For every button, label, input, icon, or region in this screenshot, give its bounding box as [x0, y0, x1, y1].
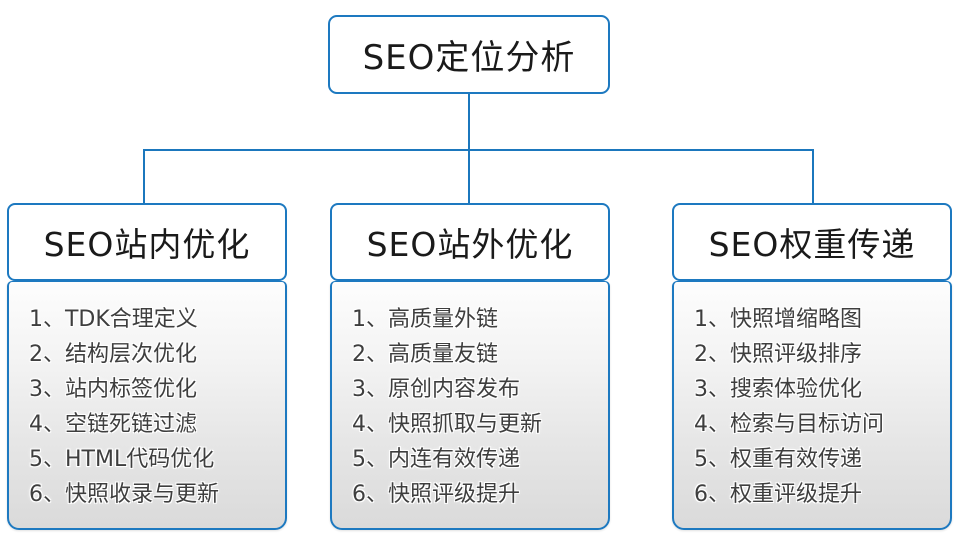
list-item: 1、高质量外链: [352, 307, 498, 332]
list-item: 5、内连有效传递: [352, 447, 520, 472]
list-item: 5、HTML代码优化: [29, 447, 215, 472]
branch-onsite-optimization: SEO站内优化 1、TDK合理定义 2、结构层次优化 3、站内标签优化 4、空链…: [7, 203, 287, 530]
list-item: 2、结构层次优化: [29, 342, 197, 367]
branch-offsite-optimization: SEO站外优化 1、高质量外链 2、高质量友链 3、原创内容发布 4、快照抓取与…: [330, 203, 610, 530]
list-item: 2、高质量友链: [352, 342, 498, 367]
list-item: 6、快照收录与更新: [29, 482, 219, 507]
branch-header: SEO权重传递: [672, 203, 952, 281]
list-item: 4、空链死链过滤: [29, 412, 197, 437]
branch-title: SEO站内优化: [43, 225, 251, 264]
root-node-label: SEO定位分析: [362, 38, 576, 78]
connector-drop-mid: [468, 149, 470, 204]
connector-root-drop: [468, 94, 470, 150]
branch-header: SEO站内优化: [7, 203, 287, 281]
connector-horizontal: [143, 149, 814, 151]
branch-item-list: 1、快照增缩略图 2、快照评级排序 3、搜索体验优化 4、检索与目标访问 5、权…: [672, 281, 952, 530]
list-item: 4、快照抓取与更新: [352, 412, 542, 437]
list-item: 6、权重评级提升: [694, 482, 862, 507]
root-node-seo-positioning: SEO定位分析: [328, 15, 610, 94]
branch-header: SEO站外优化: [330, 203, 610, 281]
branch-item-list: 1、TDK合理定义 2、结构层次优化 3、站内标签优化 4、空链死链过滤 5、H…: [7, 281, 287, 530]
list-item: 3、搜索体验优化: [694, 377, 862, 402]
list-item: 1、TDK合理定义: [29, 307, 198, 332]
connector-drop-left: [143, 149, 145, 204]
list-item: 3、站内标签优化: [29, 377, 197, 402]
connector-drop-right: [812, 149, 814, 204]
branch-item-list: 1、高质量外链 2、高质量友链 3、原创内容发布 4、快照抓取与更新 5、内连有…: [330, 281, 610, 530]
list-item: 5、权重有效传递: [694, 447, 862, 472]
branch-title: SEO站外优化: [366, 225, 574, 264]
list-item: 1、快照增缩略图: [694, 307, 862, 332]
list-item: 6、快照评级提升: [352, 482, 520, 507]
list-item: 4、检索与目标访问: [694, 412, 884, 437]
list-item: 3、原创内容发布: [352, 377, 520, 402]
list-item: 2、快照评级排序: [694, 342, 862, 367]
branch-weight-transfer: SEO权重传递 1、快照增缩略图 2、快照评级排序 3、搜索体验优化 4、检索与…: [672, 203, 952, 530]
branch-title: SEO权重传递: [708, 225, 916, 264]
